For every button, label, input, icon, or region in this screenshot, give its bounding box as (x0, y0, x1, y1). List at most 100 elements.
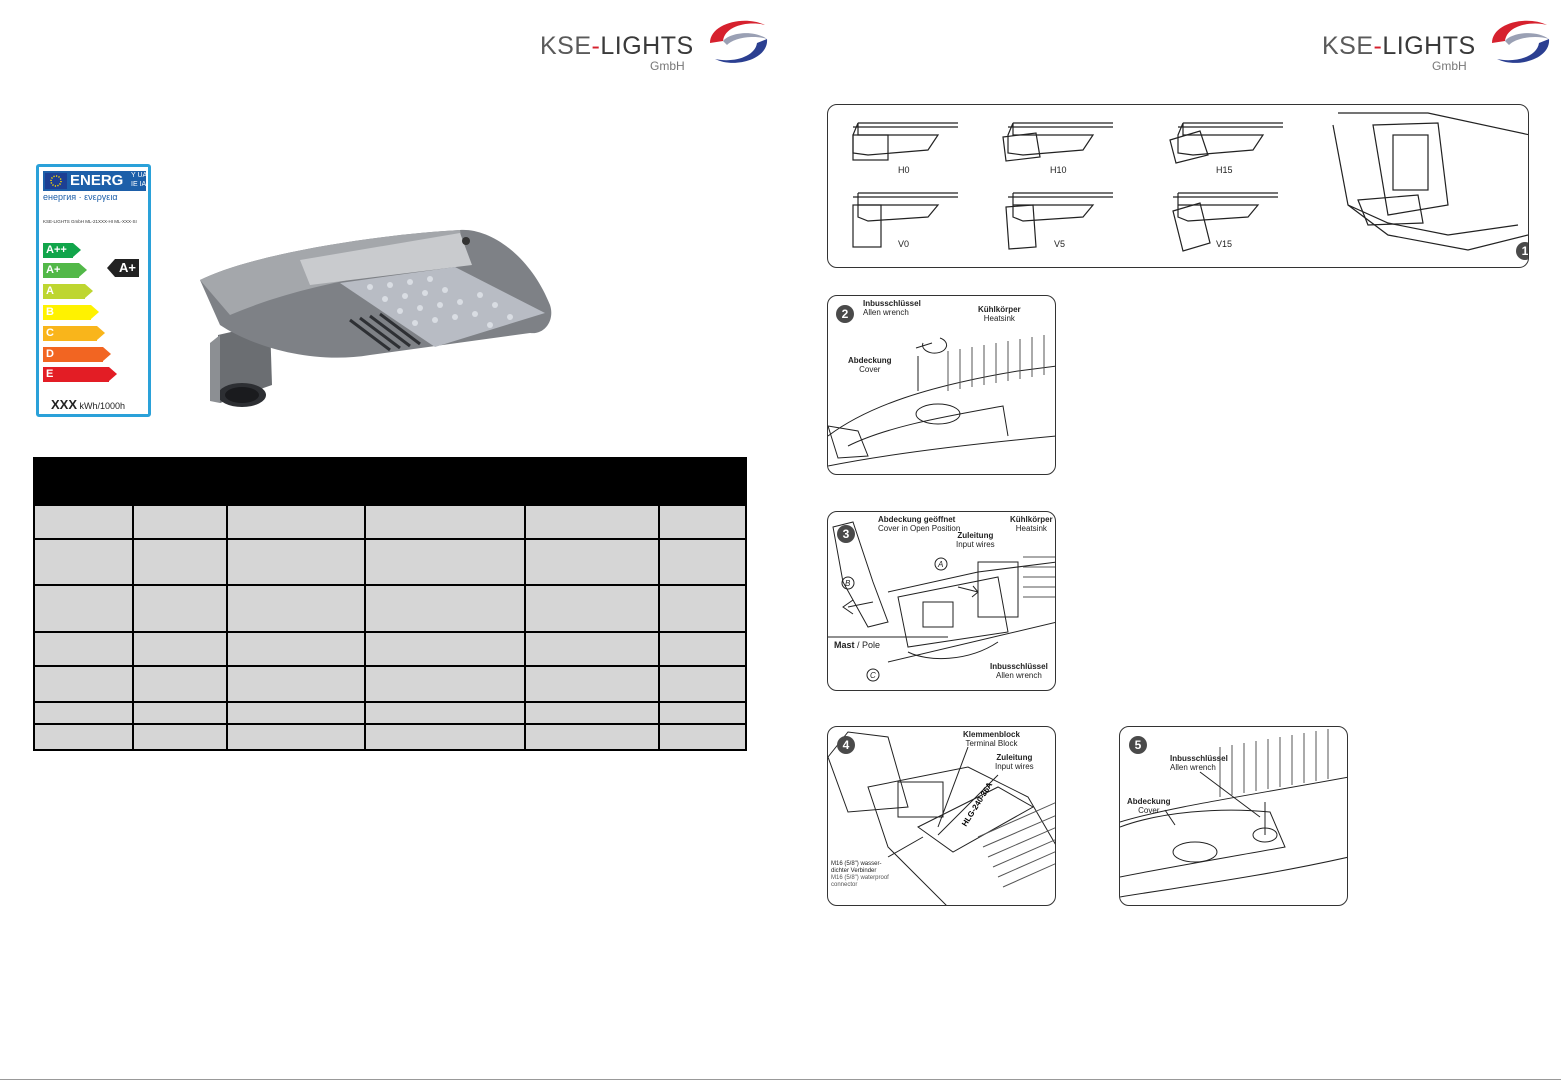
energy-label-header: ENERG Y UA IE IA (43, 171, 148, 191)
table-cell (526, 586, 660, 633)
page-bottom-rule (0, 1079, 1561, 1080)
table-cell (134, 540, 228, 586)
table-cell (33, 633, 134, 667)
table-cell (134, 725, 228, 749)
logo-swoosh-icon (710, 20, 768, 63)
table-cell (33, 667, 134, 703)
table-cell (134, 633, 228, 667)
energy-class-bar: A (43, 284, 93, 299)
mounting-positions-drawing (852, 112, 1528, 252)
table-cell (228, 540, 366, 586)
logo-swoosh-icon (1492, 20, 1550, 63)
label-pole: Mast / Pole (834, 640, 881, 650)
table-cell (134, 586, 228, 633)
energy-class-bar: B (43, 305, 99, 320)
energy-label-title-suffix: Y UA IE IA (131, 172, 148, 188)
energy-class-selected: A+ (107, 259, 139, 277)
table-cell (526, 667, 660, 703)
table-cell (228, 633, 366, 667)
driver-label: HLG-240-36A (960, 780, 994, 828)
position-label-h0: H0 (898, 165, 910, 175)
table-cell (526, 703, 660, 725)
table-cell (366, 586, 526, 633)
table-cell (228, 667, 366, 703)
table-cell (134, 667, 228, 703)
table-cell (660, 586, 747, 633)
spec-table-header (33, 457, 747, 504)
table-cell (228, 725, 366, 749)
table-cell (134, 703, 228, 725)
step4-drawing: HLG-240-36A (828, 731, 1055, 905)
step1-mounting-diagram: H0 H10 H15 V0 V5 V15 1 (827, 104, 1529, 268)
table-row (33, 538, 747, 586)
table-row (33, 631, 747, 667)
table-cell (33, 703, 134, 725)
position-label-h10: H10 (1050, 165, 1067, 175)
table-cell (228, 703, 366, 725)
step-number: 5 (1129, 736, 1147, 754)
energy-label-subtitle: енергия · ενεργεια (43, 192, 118, 202)
table-cell (660, 667, 747, 703)
table-cell (660, 540, 747, 586)
table-row (33, 723, 747, 751)
eu-flag-icon (45, 173, 67, 189)
energy-label-title: ENERG (70, 172, 124, 189)
energy-class-bar: A++ (43, 243, 81, 258)
table-cell (526, 506, 660, 540)
logo-subtitle: GmbH (1432, 59, 1467, 73)
energy-label-maker: KSE-LIGHTS GmbH ML-21XXX-HI ML-XXX-SI (43, 219, 137, 224)
table-row (33, 665, 747, 703)
energy-class-bar: C (43, 326, 105, 341)
position-label-v15: V15 (1216, 239, 1233, 249)
table-row (33, 504, 747, 540)
table-cell (660, 633, 747, 667)
step-number: 1 (1516, 242, 1528, 260)
table-cell (526, 633, 660, 667)
table-row (33, 701, 747, 725)
table-cell (660, 506, 747, 540)
company-logo-left: KSE-LIGHTS GmbH (540, 10, 780, 80)
step3-drawing (828, 521, 1055, 682)
table-cell (33, 540, 134, 586)
table-row (33, 584, 747, 633)
table-cell (526, 725, 660, 749)
position-label-v0: V0 (898, 239, 910, 249)
position-label-h15: H15 (1216, 165, 1233, 175)
marker-a: A (938, 560, 944, 569)
table-cell (33, 506, 134, 540)
energy-class-bar: D (43, 347, 111, 362)
step-number: 2 (836, 305, 854, 323)
step-number: 4 (837, 736, 855, 754)
table-cell (33, 586, 134, 633)
step5-drawing (1120, 729, 1347, 898)
table-cell (228, 586, 366, 633)
table-cell (660, 725, 747, 749)
step2-drawing (828, 335, 1055, 467)
table-cell (366, 667, 526, 703)
energy-class-bar: E (43, 367, 117, 382)
energy-consumption: XXX kWh/1000h (51, 397, 126, 412)
table-cell (526, 540, 660, 586)
table-cell (366, 633, 526, 667)
marker-b: B (845, 579, 851, 588)
logo-subtitle: GmbH (650, 59, 685, 73)
table-cell (366, 540, 526, 586)
marker-c: C (870, 671, 876, 680)
step-number: 3 (837, 525, 855, 543)
energy-label: ENERG Y UA IE IA енергия · ενεργεια KSE-… (36, 164, 151, 417)
